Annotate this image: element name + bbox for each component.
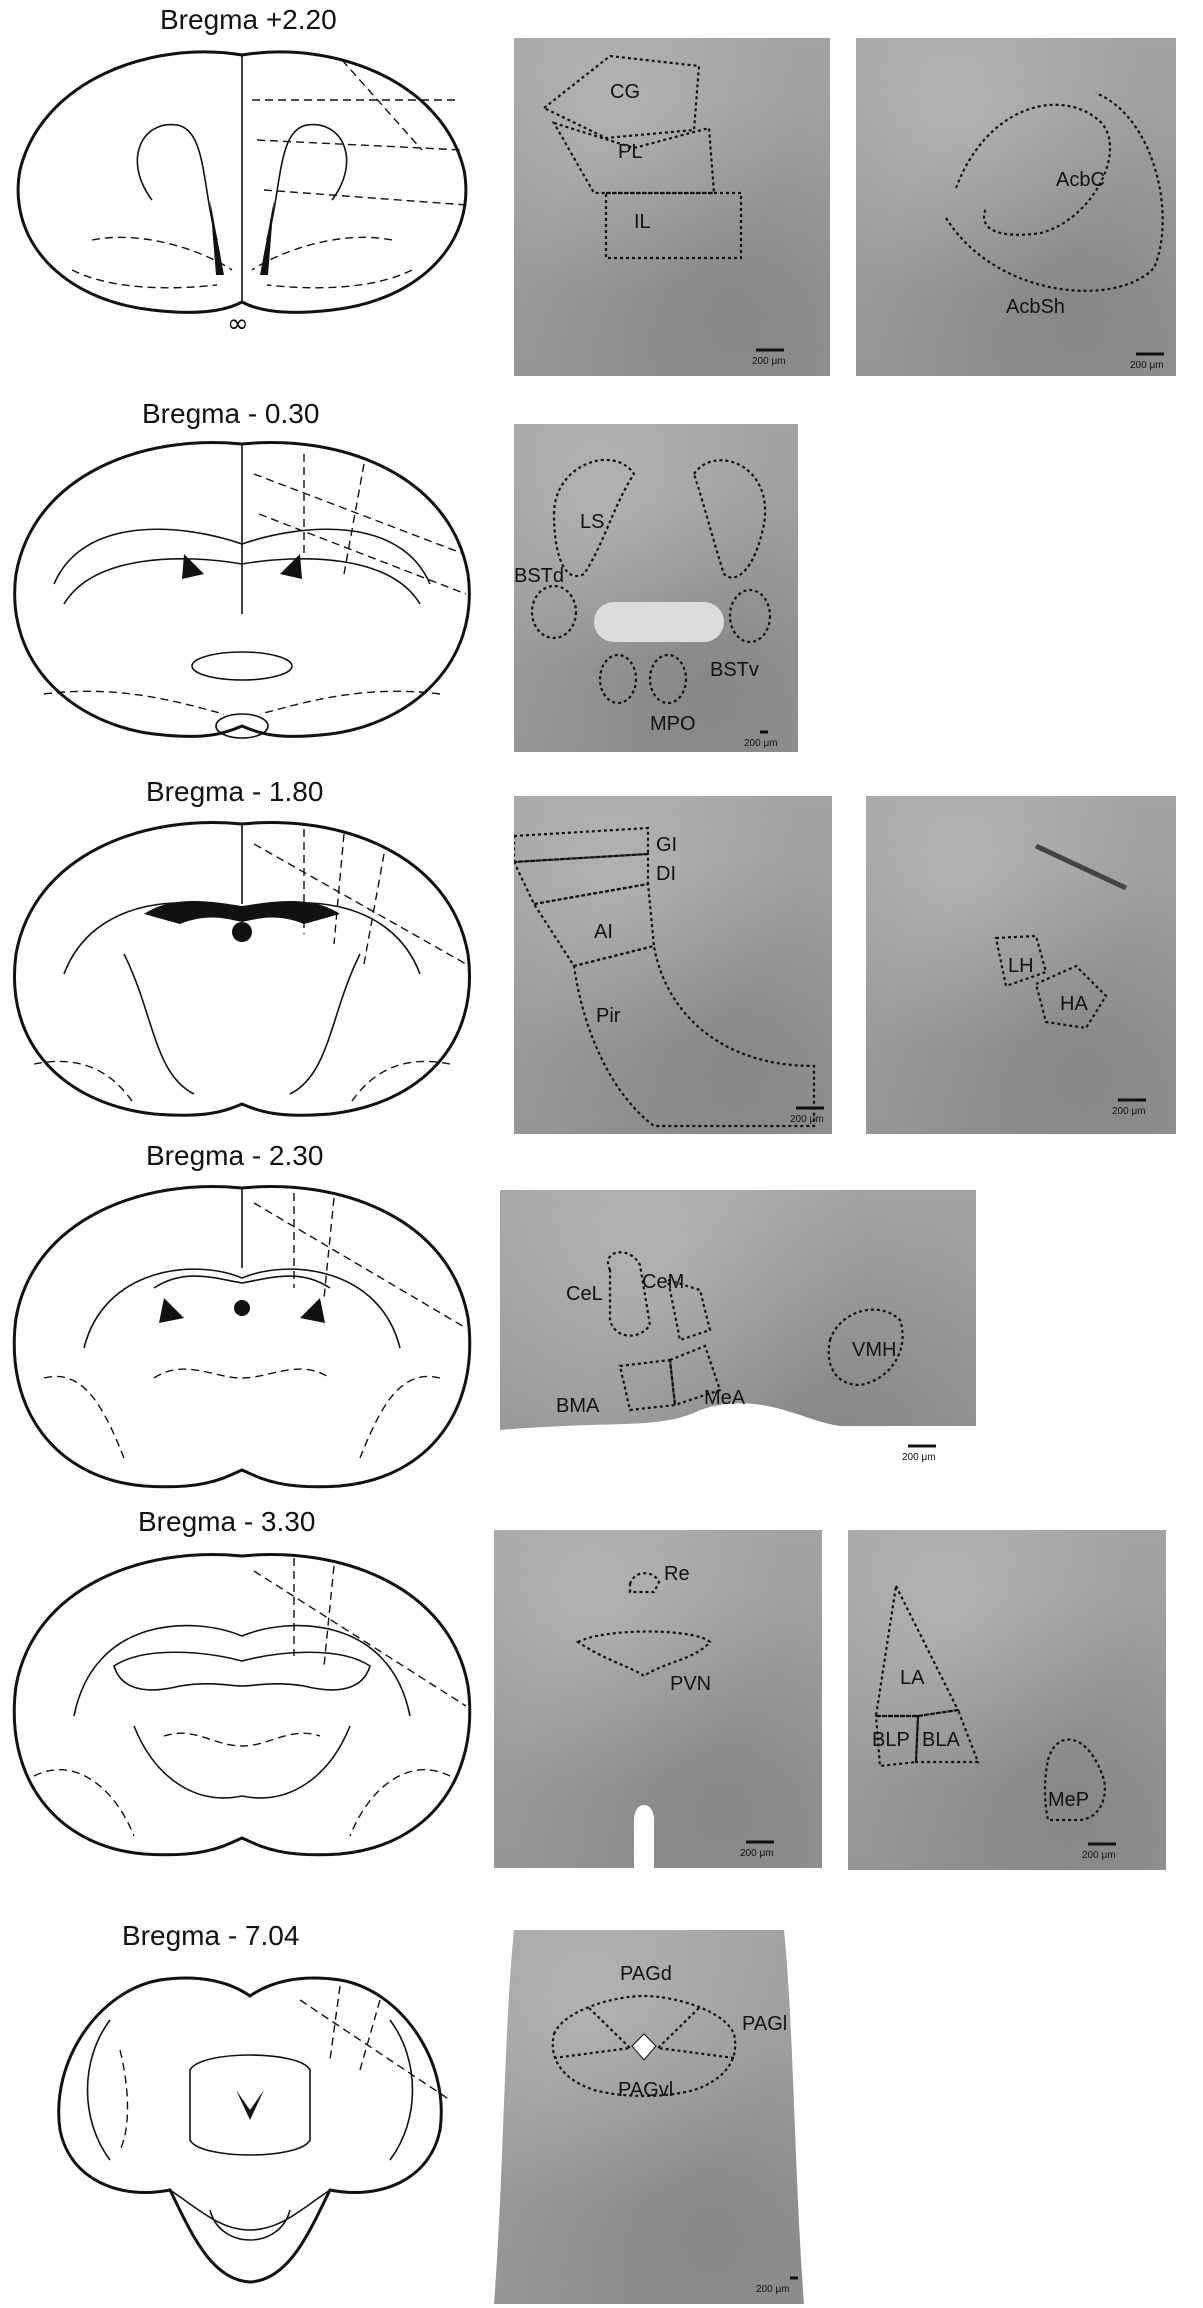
region-label-bla: BLA (922, 1729, 960, 1751)
roi-re (628, 1572, 661, 1594)
scale-bar-label: 200 μm (756, 2284, 790, 2295)
region-label-cg: CG (610, 81, 640, 103)
atlas-section-bregma-minus-1-80 (13, 821, 471, 1117)
region-label-vmh: VMH (852, 1339, 896, 1361)
micrograph-basolateral-amygdala: LA BLP BLA MeP 200 μm (848, 1530, 1166, 1870)
region-label-cel: CeL (566, 1283, 603, 1305)
region-label-pagl: PAGl (742, 2013, 787, 2035)
roi-blp (874, 1714, 920, 1768)
bregma-label: Bregma - 2.30 (146, 1140, 324, 1171)
region-label-re: Re (664, 1563, 690, 1585)
region-label-bma: BMA (556, 1395, 600, 1417)
micrograph-prefrontal: CG PL IL 200 μm (514, 38, 830, 376)
scale-bar-label: 200 μm (1130, 360, 1164, 371)
scale-bar-label: 200 μm (902, 1452, 936, 1463)
scale-bar-label: 200 μm (1112, 1106, 1146, 1117)
scale-bar-label: 200 μm (790, 1114, 824, 1125)
roi-acbsh (945, 91, 1164, 292)
bregma-label: Bregma +2.20 (160, 4, 337, 35)
region-label-pagd: PAGd (620, 1963, 672, 1985)
region-label-gi: GI (656, 834, 677, 856)
roi-bma (618, 1358, 677, 1412)
atlas-section-bregma-minus-7-04 (57, 1976, 451, 2284)
region-label-il: IL (634, 211, 651, 233)
atlas-section-bregma-plus-2-20: ∞ (16, 50, 468, 339)
bregma-label: Bregma - 7.04 (122, 1920, 300, 1951)
region-label-cem: CeM (642, 1271, 684, 1293)
roi-pag (551, 1994, 737, 2098)
region-label-di: DI (656, 863, 676, 885)
region-label-lh: LH (1008, 955, 1034, 977)
scale-bar-label: 200 μm (740, 1848, 774, 1859)
scale-bar-label: 200 μm (752, 356, 786, 367)
roi-mep (1043, 1738, 1106, 1822)
roi-cel-cem (606, 1251, 652, 1337)
region-label-mpo: MPO (650, 713, 696, 735)
roi-mpo-right (648, 653, 688, 705)
micrograph-amygdala-hypothalamus: CeL CeM BMA MeA VMH 200 μm (500, 1190, 976, 1496)
anterior-commissure-symbol: ∞ (227, 309, 249, 339)
micrograph-nucleus-accumbens: AcbC AcbSh 200 μm (856, 38, 1176, 376)
roi-di (514, 852, 650, 906)
atlas-section-bregma-minus-3-30 (12, 1553, 472, 1857)
bregma-label: Bregma - 0.30 (142, 398, 320, 429)
roi-la (874, 1582, 960, 1718)
scale-bar-label: 200 μm (1082, 1850, 1116, 1861)
micrograph-hypothalamus-lateral: LH HA 200 μm (866, 796, 1176, 1134)
bregma-label: Bregma - 3.30 (138, 1506, 316, 1537)
region-label-blp: BLP (872, 1729, 910, 1751)
roi-mea-upper (666, 1278, 712, 1342)
region-label-pl: PL (618, 141, 642, 163)
roi-pvn (575, 1630, 712, 1678)
roi-cg (541, 54, 701, 140)
region-label-pagvl: PAGvl (618, 2079, 673, 2101)
region-label-pvn: PVN (670, 1673, 711, 1695)
region-label-ls: LS (580, 511, 604, 533)
roi-lh (994, 934, 1048, 988)
region-label-la: LA (900, 1667, 925, 1689)
bregma-label: Bregma - 1.80 (146, 776, 324, 807)
roi-acbc (954, 103, 1112, 236)
region-label-acbc: AcbC (1056, 169, 1105, 191)
roi-ls-right (692, 459, 767, 579)
micrograph-septum: LS BSTd BSTv MPO 200 μm (514, 424, 798, 752)
micrograph-thalamus: Re PVN 200 μm (494, 1530, 822, 1868)
region-label-bstd: BSTd (514, 565, 564, 587)
roi-pl (551, 121, 716, 195)
roi-il (604, 191, 743, 260)
region-label-mep: MeP (1048, 1789, 1089, 1811)
region-label-acbsh: AcbSh (1006, 296, 1065, 318)
roi-ls-left (552, 458, 636, 577)
micrograph-periaqueductal-gray: PAGd PAGl PAGvl 200 μm (494, 1930, 804, 2304)
roi-bstd (530, 584, 578, 640)
micrograph-insular-cortex: GI DI AI Pir 200 μm (514, 796, 832, 1134)
roi-bla (914, 1708, 980, 1764)
roi-ha (1034, 964, 1108, 1030)
region-label-pir: Pir (596, 1005, 621, 1027)
roi-vmh (827, 1308, 904, 1387)
region-label-ha: HA (1060, 993, 1088, 1015)
region-label-mea: MeA (704, 1387, 746, 1409)
atlas-section-bregma-minus-2-30 (12, 1185, 472, 1489)
atlas-section-bregma-minus-0-30 (13, 441, 471, 739)
scale-bar-label: 200 μm (744, 738, 778, 749)
roi-mpo-left (598, 653, 638, 705)
roi-bstv (728, 588, 772, 644)
region-label-ai: AI (594, 921, 613, 943)
roi-pir (572, 944, 816, 1128)
region-label-bstv: BSTv (710, 659, 759, 681)
roi-mea (668, 1344, 722, 1407)
